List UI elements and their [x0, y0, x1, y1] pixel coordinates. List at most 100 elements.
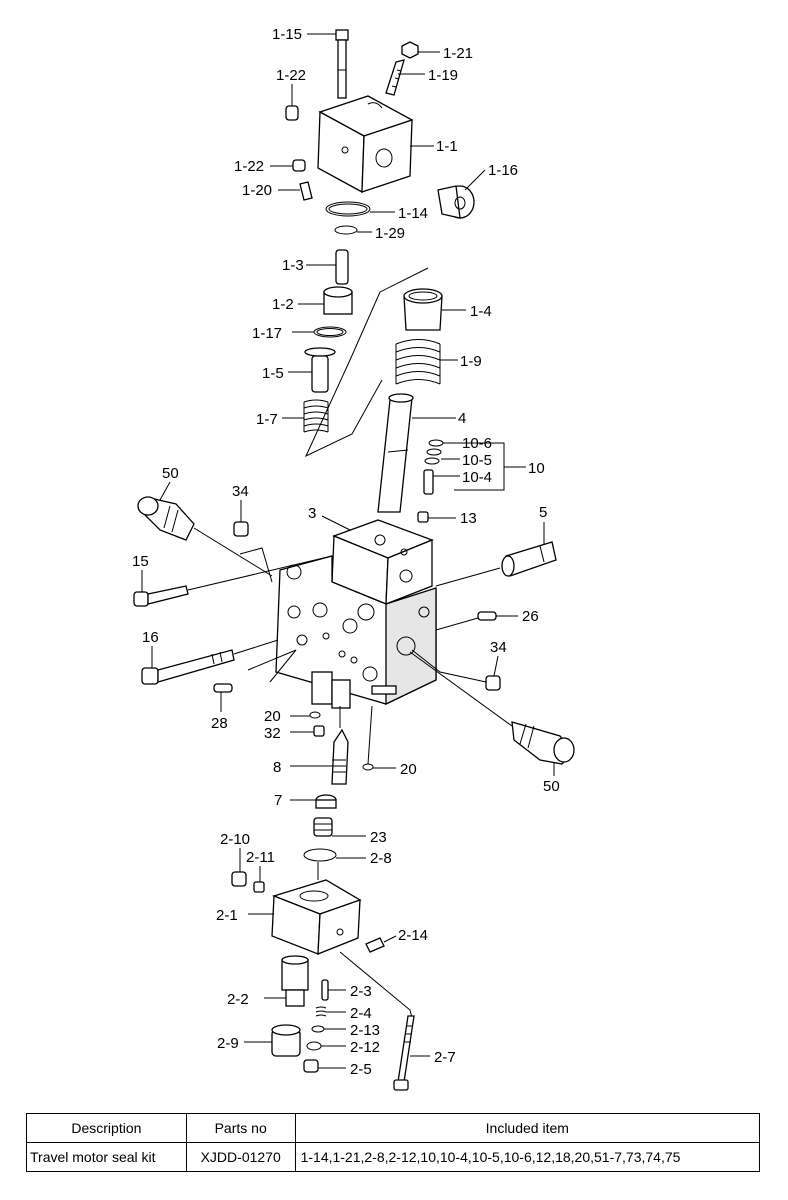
- table-row: Travel motor seal kit XJDD-01270 1-14,1-…: [26, 1142, 761, 1172]
- part-50-relief-valve-a: [137, 496, 195, 541]
- part-20-ring-a: [309, 711, 321, 719]
- part-1-17-ring: [313, 326, 347, 338]
- callout-26: 26: [522, 608, 539, 625]
- part-34-plug-a: [233, 521, 249, 537]
- part-2-8-o-ring: [303, 848, 337, 862]
- part-2-9-plug: [271, 1024, 301, 1057]
- table-header-row: Description Parts no Included item: [26, 1113, 761, 1143]
- callout-8: 8: [273, 759, 281, 776]
- part-1-16-plug: [437, 185, 475, 219]
- callout-1-5: 1-5: [262, 365, 284, 382]
- part-2-3-pin: [321, 979, 329, 1001]
- cell-included-item: 1-14,1-21,2-8,2-12,10,10-4,10-5,10-6,12,…: [294, 1142, 761, 1172]
- callout-1-2: 1-2: [272, 296, 294, 313]
- callout-15: 15: [132, 553, 149, 570]
- callout-1-9: 1-9: [460, 353, 482, 370]
- part-1-9-spring: [395, 339, 441, 385]
- part-2-11-plug: [253, 881, 265, 893]
- part-20-ring-b: [362, 763, 374, 771]
- part-2-1-cover: [271, 879, 362, 955]
- part-2-4-spring: [315, 1006, 327, 1017]
- callout-leaders: [141, 33, 555, 1069]
- part-1-14-o-ring: [325, 201, 371, 217]
- callout-2-14: 2-14: [398, 927, 428, 944]
- part-32-pin: [313, 725, 325, 737]
- part-1-3-spool: [335, 249, 349, 285]
- part-2-2-spool: [281, 955, 309, 1007]
- callout-1-22-top: 1-22: [276, 67, 306, 84]
- part-23-plug: [313, 817, 333, 837]
- part-1-21-nut: [401, 41, 419, 59]
- part-10-check-assembly: [417, 439, 444, 523]
- callout-16: 16: [142, 629, 159, 646]
- callout-50-right: 50: [543, 778, 560, 795]
- part-1-20-pin: [299, 181, 313, 201]
- callout-1-3: 1-3: [282, 257, 304, 274]
- callout-34-right: 34: [490, 639, 507, 656]
- callout-7: 7: [274, 792, 282, 809]
- part-2-12-ring: [306, 1041, 322, 1051]
- part-1-15-bolt: [335, 29, 349, 99]
- cell-description: Travel motor seal kit: [26, 1142, 187, 1172]
- part-1-2-sleeve: [323, 286, 353, 315]
- assembly-guide-line-a: [304, 267, 429, 458]
- part-1-19-screw: [385, 59, 405, 96]
- part-1-4-piston-cup: [403, 288, 443, 331]
- callout-3: 3: [308, 505, 316, 522]
- callout-50-left: 50: [162, 465, 179, 482]
- callout-2-8: 2-8: [370, 850, 392, 867]
- part-2-13-ring: [311, 1025, 325, 1033]
- callout-2-2: 2-2: [227, 991, 249, 1008]
- callout-1-19: 1-19: [428, 67, 458, 84]
- exploded-parts-diagram: 1-15 1-21 1-22 1-19 1-1 1-22 1-16 1-20 1…: [132, 26, 575, 1091]
- callout-2-12: 2-12: [350, 1039, 380, 1056]
- part-16-bolt: [141, 649, 235, 685]
- part-2-10-plug: [231, 871, 247, 887]
- callout-1-4: 1-4: [470, 303, 492, 320]
- callout-13: 13: [460, 510, 477, 527]
- callout-10-4: 10-4: [462, 469, 492, 486]
- part-5-spool-end: [501, 541, 557, 577]
- header-description: Description: [26, 1113, 187, 1143]
- header-included-item: Included item: [294, 1113, 761, 1143]
- part-34-plug-b: [485, 675, 501, 691]
- callout-1-17: 1-17: [252, 325, 282, 342]
- callout-2-9: 2-9: [217, 1035, 239, 1052]
- callout-2-11: 2-11: [246, 849, 275, 866]
- callout-2-4: 2-4: [350, 1005, 372, 1022]
- part-3-valve-body: [275, 519, 437, 709]
- header-parts-no: Parts no: [185, 1113, 296, 1143]
- callout-1-7: 1-7: [256, 411, 278, 428]
- callout-10-5: 10-5: [462, 452, 492, 469]
- part-1-22-plug-b: [292, 159, 306, 172]
- callout-5: 5: [539, 504, 547, 521]
- part-1-29-ring: [334, 225, 358, 235]
- callout-1-1: 1-1: [436, 138, 458, 155]
- callout-28: 28: [211, 715, 228, 732]
- callout-2-1: 2-1: [216, 907, 238, 924]
- callout-2-13: 2-13: [350, 1022, 380, 1039]
- callout-1-14: 1-14: [398, 205, 428, 222]
- callout-2-3: 2-3: [350, 983, 372, 1000]
- part-2-7-bolt: [393, 1015, 415, 1091]
- part-8-plunger: [331, 728, 349, 785]
- callout-10: 10: [528, 460, 545, 477]
- seal-kit-table: Description Parts no Included item Trave…: [26, 1113, 761, 1172]
- callout-1-29: 1-29: [375, 225, 405, 242]
- callout-20-left: 20: [264, 708, 281, 725]
- part-4-sleeve: [377, 393, 414, 513]
- callout-23: 23: [370, 829, 387, 846]
- callout-10-6: 10-6: [462, 435, 492, 452]
- callout-20-right: 20: [400, 761, 417, 778]
- callout-4: 4: [458, 410, 466, 427]
- callout-34-left: 34: [232, 483, 249, 500]
- part-2-14-pin: [365, 937, 385, 953]
- part-2-5-plug: [303, 1059, 319, 1073]
- part-1-1-cover: [317, 95, 414, 194]
- cell-parts-no: XJDD-01270: [185, 1142, 296, 1172]
- part-1-5-poppet: [304, 347, 336, 393]
- part-15-bolt: [133, 585, 189, 607]
- callout-2-7: 2-7: [434, 1049, 456, 1066]
- part-7-seat: [315, 794, 337, 809]
- callout-2-10: 2-10: [220, 831, 250, 848]
